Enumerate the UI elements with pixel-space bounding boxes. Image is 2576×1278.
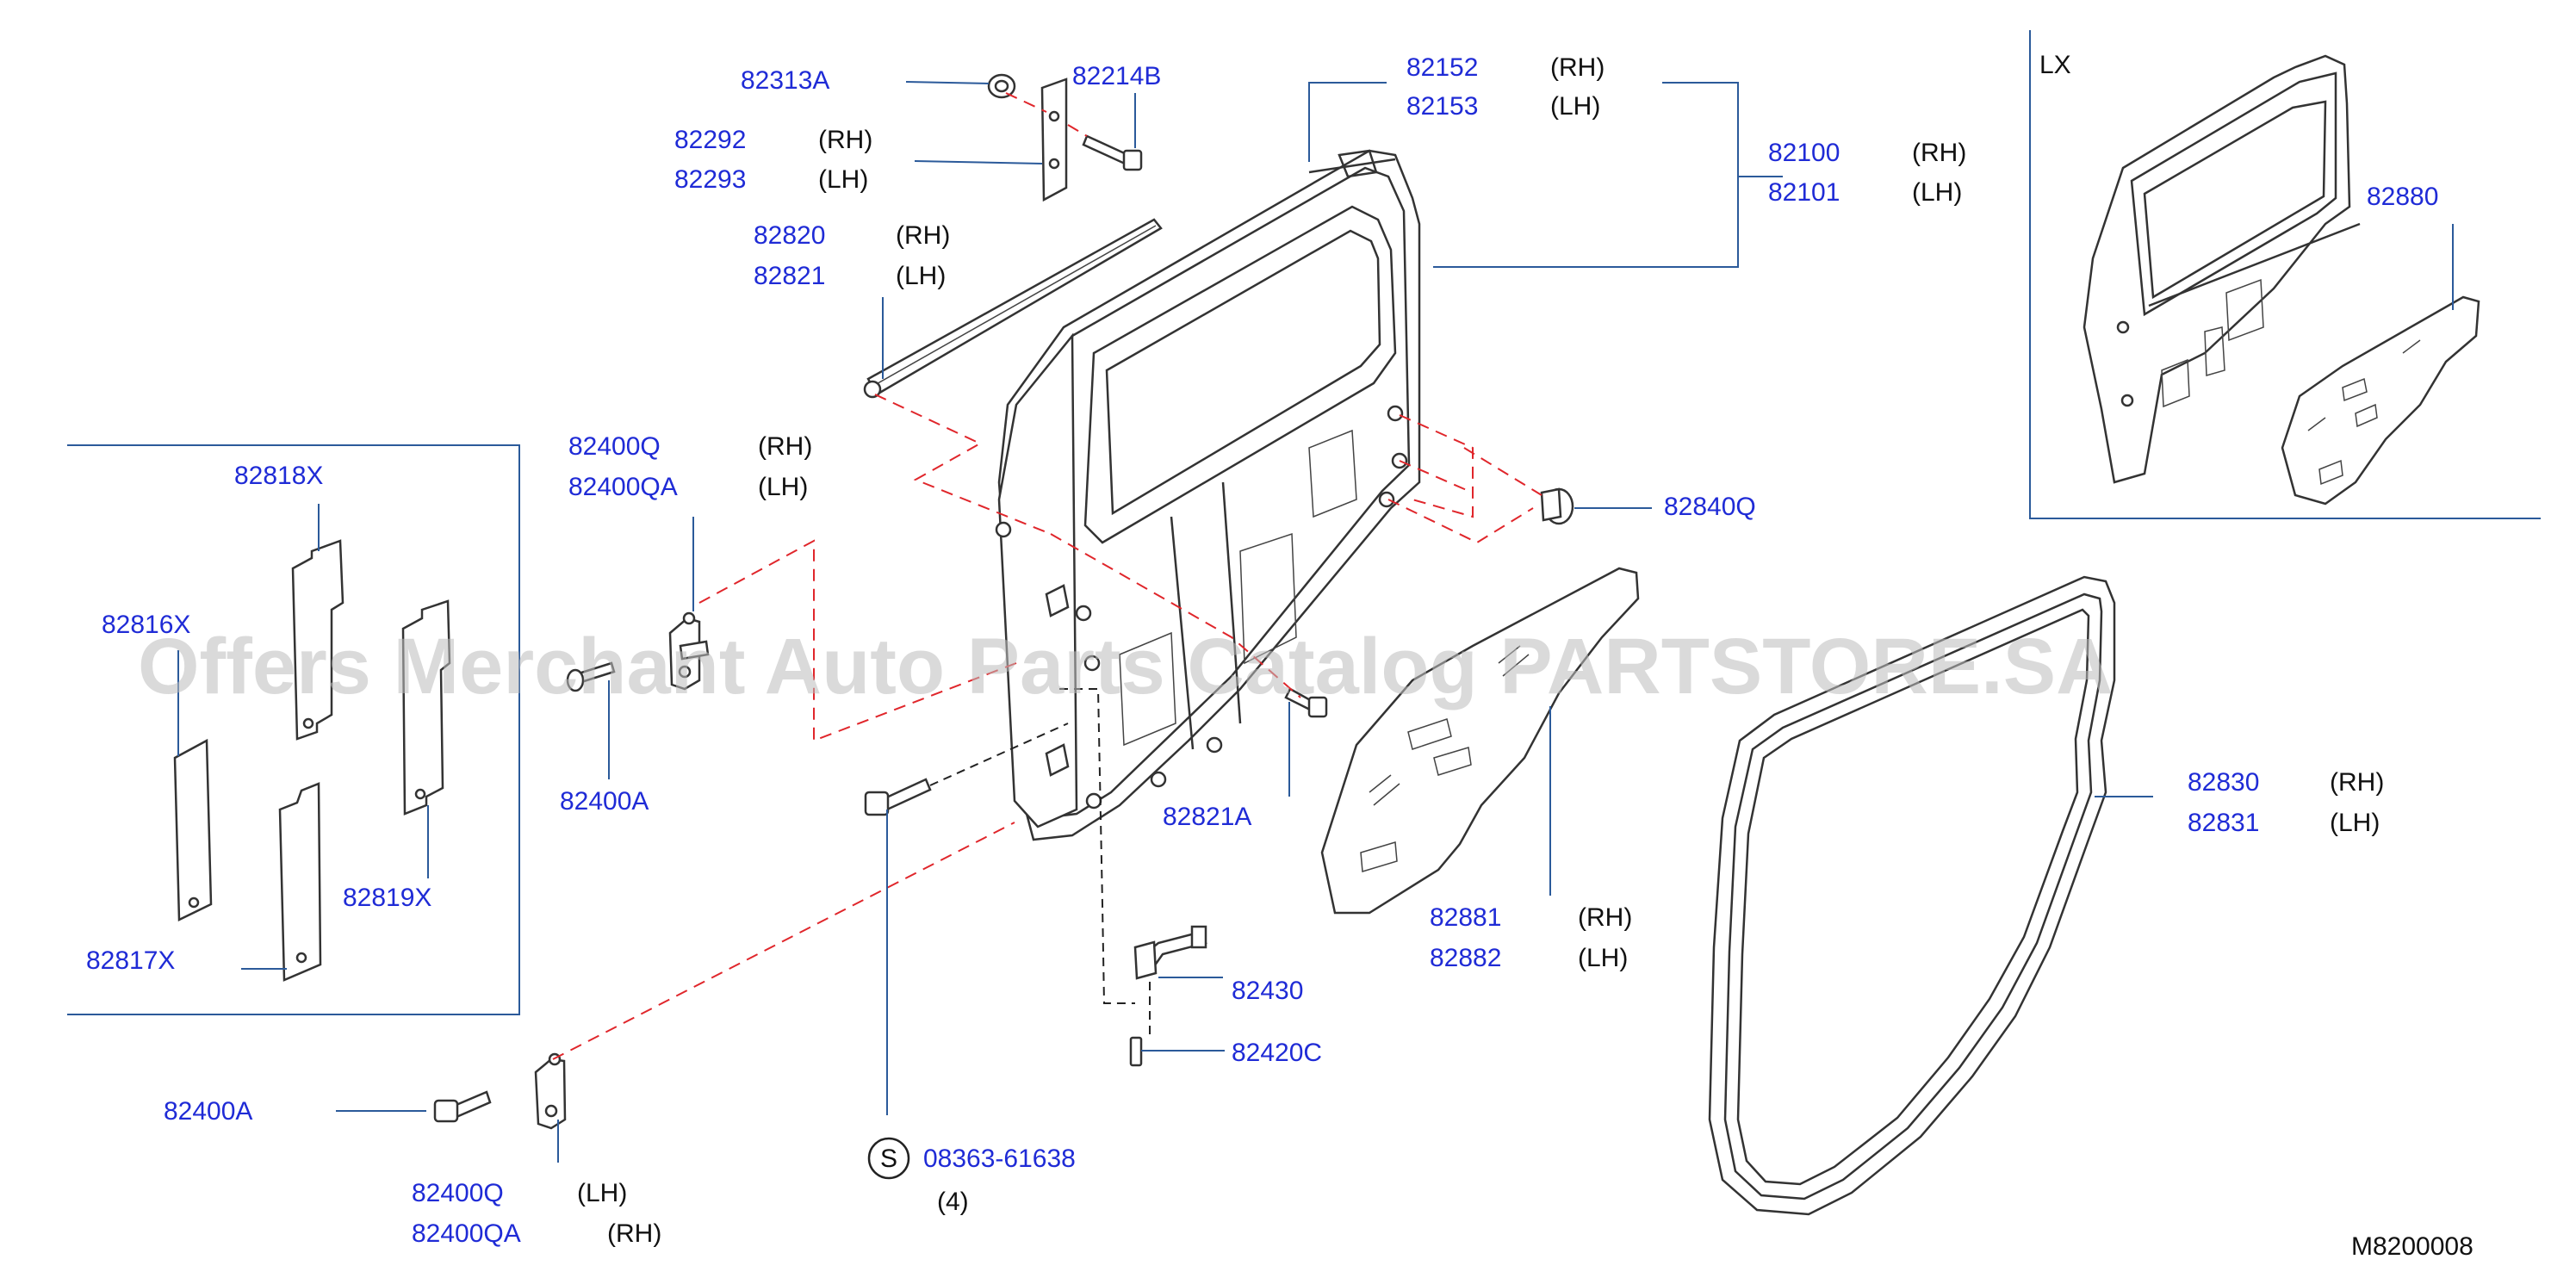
label-82881[interactable]: 82881 — [1430, 903, 1501, 932]
screw-quantity: (4) — [937, 1188, 969, 1216]
label-82817x[interactable]: 82817X — [86, 946, 175, 975]
screw-symbol-letter: S — [880, 1145, 897, 1173]
label-82400q-bottom[interactable]: 82400Q — [412, 1179, 504, 1207]
label-82101[interactable]: 82101 — [1768, 178, 1840, 207]
rear-door-shell — [995, 149, 1421, 841]
hinge-bracket-top — [1040, 78, 1068, 202]
side-82400qa-bottom: (RH) — [607, 1219, 661, 1248]
label-82840q[interactable]: 82840Q — [1664, 493, 1756, 521]
label-82400a-top[interactable]: 82400A — [560, 787, 649, 816]
label-82830[interactable]: 82830 — [2188, 768, 2259, 797]
label-82400qa-bottom[interactable]: 82400QA — [412, 1219, 521, 1248]
reinforcement-82818x — [291, 539, 345, 741]
watermark: Offers Merchant Auto Parts Catalog PARTS… — [138, 623, 2114, 710]
label-82818x[interactable]: 82818X — [234, 462, 323, 490]
label-82214b[interactable]: 82214B — [1072, 62, 1161, 90]
side-82101: (LH) — [1912, 178, 1962, 207]
lower-hinge-82400q — [534, 1052, 567, 1130]
label-82293[interactable]: 82293 — [674, 165, 746, 194]
inset-label-lx: LX — [2039, 51, 2071, 79]
label-82831[interactable]: 82831 — [2188, 809, 2259, 837]
dashed-guide-lines — [552, 92, 1542, 1060]
label-82152[interactable]: 82152 — [1406, 53, 1478, 82]
label-82430[interactable]: 82430 — [1232, 977, 1303, 1005]
nut-82313a — [987, 73, 1016, 99]
lx-door-illustration — [2083, 54, 2361, 484]
bolt-82214b — [1082, 134, 1143, 171]
door-sealing-screen — [1320, 567, 1640, 915]
reinforcement-82819x — [401, 599, 451, 816]
side-82400qa-top: (LH) — [758, 473, 808, 501]
side-82400q-top: (RH) — [758, 432, 812, 461]
side-82882: (LH) — [1578, 944, 1628, 972]
side-82293: (LH) — [818, 165, 868, 194]
side-82820: (RH) — [896, 221, 950, 250]
label-82400q-top[interactable]: 82400Q — [568, 432, 661, 461]
label-82153[interactable]: 82153 — [1406, 92, 1478, 121]
screw-08363-61638 — [864, 778, 932, 816]
standard-screw-symbol: S — [867, 1137, 910, 1180]
side-82881: (RH) — [1578, 903, 1632, 932]
side-82100: (RH) — [1912, 139, 1966, 167]
label-82400qa-top[interactable]: 82400QA — [568, 473, 678, 501]
upper-hinge-82400q — [668, 611, 710, 691]
label-82100[interactable]: 82100 — [1768, 139, 1840, 167]
label-82400a-bottom[interactable]: 82400A — [164, 1097, 252, 1126]
clip-82840q — [1540, 487, 1574, 525]
label-08363-61638[interactable]: 08363-61638 — [923, 1145, 1076, 1173]
label-82882[interactable]: 82882 — [1430, 944, 1501, 972]
label-82880[interactable]: 82880 — [2367, 183, 2438, 211]
label-82292[interactable]: 82292 — [674, 126, 746, 154]
side-82153: (LH) — [1550, 92, 1600, 121]
side-82831: (LH) — [2330, 809, 2380, 837]
lower-bolt-82400a — [433, 1090, 492, 1123]
bolt-82821a — [1284, 687, 1328, 718]
label-82313a[interactable]: 82313A — [741, 66, 829, 95]
side-82152: (RH) — [1550, 53, 1605, 82]
label-82821a[interactable]: 82821A — [1163, 803, 1251, 831]
check-link-82430 — [1133, 925, 1207, 980]
label-82820[interactable]: 82820 — [754, 221, 825, 250]
leader-lines — [177, 81, 2454, 1163]
label-82821[interactable]: 82821 — [754, 262, 825, 290]
side-82400q-bottom: (LH) — [577, 1179, 627, 1207]
side-82292: (RH) — [818, 126, 872, 154]
lx-panel-82880 — [2281, 295, 2480, 506]
figure-code: M8200008 — [2351, 1232, 2474, 1261]
glass-run-strip — [863, 218, 1163, 399]
door-weatherstrip — [1708, 575, 2116, 1216]
label-82816x[interactable]: 82816X — [102, 611, 190, 639]
side-82821: (LH) — [896, 262, 946, 290]
dashed-guide-lines-black — [929, 688, 1151, 1038]
left-inset-frame — [67, 444, 520, 1015]
reinforcement-82816x — [173, 738, 213, 921]
label-82819x[interactable]: 82819X — [343, 884, 431, 912]
lx-inset-frame — [2029, 30, 2541, 519]
side-82830: (RH) — [2330, 768, 2384, 797]
label-82420c[interactable]: 82420C — [1232, 1039, 1322, 1067]
pin-82420c — [1129, 1036, 1143, 1067]
reinforcement-82817x — [278, 782, 322, 982]
upper-bolt-82400a — [566, 661, 616, 692]
